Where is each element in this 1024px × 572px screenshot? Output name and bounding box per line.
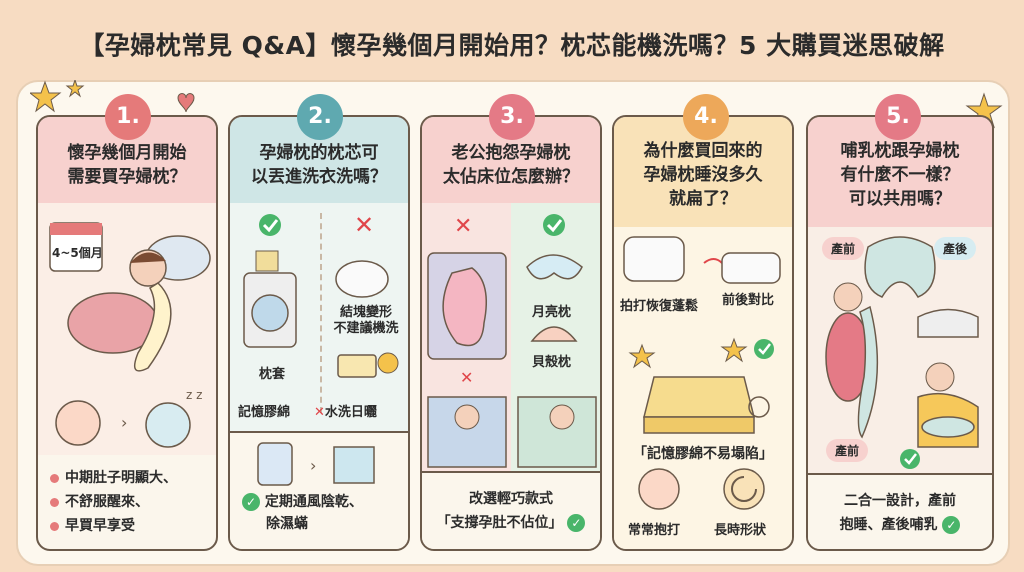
question-line: 太佔床位怎麼辦？ (443, 167, 579, 187)
qa-card-3: 老公抱怨孕婦枕 太佔床位怎麼辦？ ✕ ✕ 月亮枕 貝殼枕 (420, 115, 602, 551)
label-line: 不建議機洗 (333, 321, 399, 336)
qa-card-5: 哺乳枕跟孕婦枕 有什麼不一樣？ 可以共用嗎？ 產前 產後 產前 二合一設計，產前 (806, 115, 994, 551)
card-illustration: › z z 4~5個月 (38, 203, 216, 455)
compare-label: 前後對比 (722, 293, 775, 308)
question-line: 孕婦枕的枕芯可 (259, 143, 379, 163)
card-illustration: ✕ 結塊變形 不建議機洗 枕套 記憶膠綿 ✕水洗日曬 (230, 203, 408, 431)
bullet-item: 中期肚子明顯大、 (50, 467, 177, 487)
foam-label: 記憶膠綿 (238, 405, 291, 420)
bullet-text: 不舒服醒來、 (65, 494, 149, 510)
step-badge-1: 1. (105, 94, 151, 140)
tip-line: 改選輕巧款式 (469, 491, 553, 507)
bed-illustration: ✕ ✕ (427, 214, 597, 468)
bullet-item: 不舒服醒來、 (50, 491, 149, 511)
tip-text: ✓ 定期通風陰乾、 除濕蟎 (242, 491, 363, 535)
bullet-text: 早買早享受 (65, 518, 135, 534)
card-illustration: ✕ ✕ 月亮枕 貝殼枕 (422, 203, 600, 473)
pregnant-sleeping-illustration: › z z (49, 222, 211, 448)
question-line: 哺乳枕跟孕婦枕 (840, 141, 960, 161)
svg-text:z z: z z (186, 388, 202, 402)
prenatal-badge: 產前 (822, 237, 865, 260)
svg-text:›: › (310, 456, 316, 475)
tip-text: 二合一設計，產前 抱睡、產後哺乳 ✓ (808, 489, 992, 537)
card-tip: 二合一設計，產前 抱睡、產後哺乳 ✓ (808, 473, 992, 549)
shell-pillow-label: 貝殼枕 (532, 355, 572, 370)
prenatal-badge-2: 產前 (826, 439, 869, 462)
check-icon: ✓ (242, 493, 260, 511)
no-wash-label: ✕水洗日曬 (314, 405, 377, 420)
page-title: 【孕婦枕常見 Q&A】懷孕幾個月開始用？枕芯能機洗嗎？5 大購買迷思破解 (79, 31, 945, 60)
star-icon (30, 80, 85, 113)
pat-label: 拍打恢復蓬鬆 (620, 299, 699, 314)
step-badge-2: 2. (297, 94, 343, 140)
shape-label: 長時形狀 (714, 523, 767, 538)
question-line: 需要買孕婦枕？ (67, 167, 187, 187)
tip-line: 「支撐孕肚不佔位」 (436, 515, 563, 531)
pillow-illustration (623, 236, 781, 510)
step-badge-4: 4. (683, 94, 729, 140)
qa-card-1: 懷孕幾個月開始 需要買孕婦枕？ › z z 4~5個月 中期肚子明顯大、 不舒服… (36, 115, 218, 551)
hug-label: 常常抱打 (628, 523, 681, 538)
qa-card-2: 孕婦枕的枕芯可 以丟進洗衣洗嗎？ ✕ 結塊變形 不建議機洗 枕套 記憶膠綿 ✕水… (228, 115, 410, 551)
svg-text:✕: ✕ (454, 214, 472, 239)
label-line: 結塊變形 (339, 305, 392, 320)
question-line: 老公抱怨孕婦枕 (451, 143, 571, 163)
calendar-label: 4~5個月 (52, 246, 103, 260)
card-question: 老公抱怨孕婦枕 太佔床位怎麼辦？ (422, 117, 600, 203)
tip-line: 除濕蟎 (266, 516, 308, 532)
question-line: 為什麼買回來的 (643, 141, 763, 161)
check-icon: ✓ (567, 514, 586, 532)
clump-label: 結塊變形 不建議機洗 (326, 305, 406, 337)
moon-pillow-label: 月亮枕 (532, 305, 572, 320)
dehumidifier-icon: › (257, 442, 375, 486)
card-tip: › ✓ 定期通風陰乾、 除濕蟎 (230, 431, 408, 549)
card-illustration: 拍打恢復蓬鬆 前後對比 「記憶膠綿不易塌陷」 常常抱打 長時形狀 (614, 227, 792, 549)
question-line: 可以共用嗎？ (849, 189, 951, 209)
foam-label: 「記憶膠綿不易塌陷」 (633, 446, 773, 462)
svg-text:✕: ✕ (460, 368, 473, 387)
nursing-illustration (825, 236, 979, 469)
divider (320, 213, 322, 413)
qa-card-4: 為什麼買回來的 孕婦枕睡沒多久 就扁了？ 拍打恢復蓬鬆 前後對比 「記憶膠綿 (612, 115, 794, 551)
question-line: 有什麼不一樣？ (840, 165, 960, 185)
question-line: 就扁了？ (669, 189, 737, 209)
question-line: 孕婦枕睡沒多久 (643, 165, 763, 185)
question-line: 以丟進洗衣洗嗎？ (251, 167, 387, 187)
question-line: 懷孕幾個月開始 (67, 143, 187, 163)
card-illustration: 產前 產後 產前 (808, 227, 992, 475)
cover-label: 枕套 (258, 367, 285, 382)
label-text: 水洗日曬 (324, 405, 377, 420)
tip-line: 二合一設計，產前 (844, 493, 956, 509)
bullet-text: 中期肚子明顯大、 (65, 470, 177, 486)
heart-icon (177, 93, 195, 113)
tip-text: 改選輕巧款式 「支撐孕肚不佔位」 ✓ (422, 487, 600, 535)
svg-text:✕: ✕ (354, 211, 374, 239)
svg-text:›: › (121, 413, 127, 432)
washing-illustration: ✕ (243, 211, 399, 378)
card-tip: 改選輕巧款式 「支撐孕肚不佔位」 ✓ (422, 471, 600, 549)
tip-line: 定期通風陰乾、 (264, 494, 363, 510)
tip-line: 抱睡、產後哺乳 (839, 517, 938, 533)
step-badge-3: 3. (489, 94, 535, 140)
bullet-item: 早買早享受 (50, 515, 135, 535)
postnatal-badge: 產後 (934, 237, 977, 260)
check-icon: ✓ (942, 516, 961, 534)
step-badge-5: 5. (875, 94, 921, 140)
